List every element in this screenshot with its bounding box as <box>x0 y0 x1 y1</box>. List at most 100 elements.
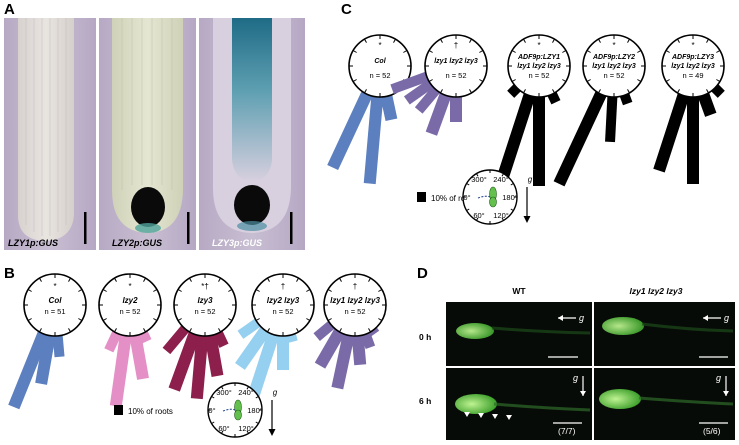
histogram-bar <box>697 92 717 117</box>
angle-label-1: 240° <box>493 175 509 184</box>
genotype-label-line2: lzy1 lzy2 lzy3 <box>592 63 636 70</box>
genotype-label: Col <box>49 296 63 305</box>
micrograph-lzy2: LZY2p:GUS <box>99 18 196 250</box>
histogram-bar <box>168 331 201 392</box>
histogram-bar <box>533 96 545 186</box>
arrow-down-icon <box>268 429 276 436</box>
histogram-bar <box>553 90 607 187</box>
genotype-label: ADF9p:LZY1 <box>517 54 560 61</box>
histogram-bar <box>314 327 346 369</box>
micrograph-lzy3: LZY3p:GUS <box>199 18 305 250</box>
genotype-label: ADF9p:LZY3 <box>671 54 714 61</box>
significance-mark: * <box>378 41 381 50</box>
histogram-bar <box>235 326 271 370</box>
column-mutant: lzy1 lzy2 lzy3 <box>630 286 683 296</box>
fraction-wt: (7/7) <box>558 426 576 436</box>
genotype-label: lzy3 <box>197 296 213 305</box>
angle-label-0: 300° <box>471 175 487 184</box>
angle-key-b: 300°240°0°180°60°120°g <box>207 382 278 438</box>
histogram-bar <box>213 330 229 348</box>
histogram-bar <box>246 331 280 402</box>
histogram-bar <box>109 333 132 407</box>
angle-label-3: 180° <box>247 406 263 415</box>
histogram-bar <box>8 330 50 410</box>
dial-3: *† lzy3 n = 52 <box>162 273 237 400</box>
histogram-bar <box>52 334 65 358</box>
histogram-bar <box>450 96 462 122</box>
significance-mark: † <box>281 282 285 291</box>
micrograph-lzy1: LZY1p:GUS <box>4 18 96 250</box>
significance-mark: *† <box>201 282 209 291</box>
sample-size: n = 52 <box>603 71 624 80</box>
histogram-bar <box>605 95 618 143</box>
panel-a-images: LZY1p:GUS LZY2p:GUS LZY3p:GUS <box>4 18 305 250</box>
histogram-bar <box>162 324 190 355</box>
histogram-bar <box>380 94 398 122</box>
histogram-bar <box>237 318 262 339</box>
significance-mark: * <box>691 41 694 50</box>
sample-size: n = 52 <box>194 307 215 316</box>
genotype-label: lzy2 lzy3 <box>267 296 300 305</box>
angle-label-5: 120° <box>493 211 509 220</box>
genotype-label: Col <box>374 58 386 65</box>
histogram-bar <box>414 85 441 114</box>
sample-size: n = 49 <box>682 71 703 80</box>
genotype-label: lzy1 lzy2 lzy3 <box>434 58 478 65</box>
gravity-label: g <box>579 313 584 323</box>
legend-b: 10% of roots <box>114 405 173 416</box>
caption-lzy3: LZY3p:GUS <box>212 238 262 248</box>
histogram-bar <box>104 330 122 353</box>
histogram-bar <box>653 92 690 173</box>
fraction-mutant: (5/6) <box>703 426 721 436</box>
gravity-label: g <box>716 373 721 383</box>
histogram-bar <box>403 79 435 105</box>
histogram-bar <box>425 92 452 136</box>
histogram-bar <box>368 326 380 337</box>
significance-mark: † <box>454 41 458 50</box>
histogram-bar <box>35 333 56 385</box>
genotype-label: lzy1 lzy2 lzy3 <box>330 296 380 305</box>
histogram-bar <box>204 333 224 377</box>
panel-label-d: D <box>417 265 428 282</box>
caption-lzy1: LZY1p:GUS <box>8 238 58 248</box>
significance-mark: * <box>53 282 56 291</box>
legend-label: 10% of roots <box>128 407 173 416</box>
sample-size: n = 52 <box>344 307 365 316</box>
histogram-bar <box>313 320 336 341</box>
genotype-label-line2: lzy1 lzy2 lzy3 <box>671 63 715 70</box>
panel-label-a: A <box>4 1 15 18</box>
angle-label-0: 300° <box>216 388 232 397</box>
angle-label-2: 0° <box>208 406 215 415</box>
legend-swatch <box>417 192 426 202</box>
histogram-bar <box>497 92 536 178</box>
column-wt: WT <box>512 286 526 296</box>
row-6h: 6 h <box>419 396 431 406</box>
arrow-down-icon <box>523 216 531 223</box>
gravity-label: g <box>528 175 533 184</box>
angle-label-2: 0° <box>463 193 470 202</box>
sample-size: n = 52 <box>528 71 549 80</box>
legend-swatch <box>114 405 123 415</box>
significance-mark: * <box>612 41 615 50</box>
angle-label-5: 120° <box>238 424 254 433</box>
angle-label-4: 60° <box>218 424 229 433</box>
histogram-bar <box>351 334 367 366</box>
histogram-bar <box>327 90 373 171</box>
panel-label-c: C <box>341 1 352 18</box>
significance-mark: * <box>537 41 540 50</box>
gravity-label: g <box>724 313 729 323</box>
panel-label-b: B <box>4 265 15 282</box>
histogram-bar <box>687 96 699 184</box>
histogram-bar <box>129 333 149 380</box>
